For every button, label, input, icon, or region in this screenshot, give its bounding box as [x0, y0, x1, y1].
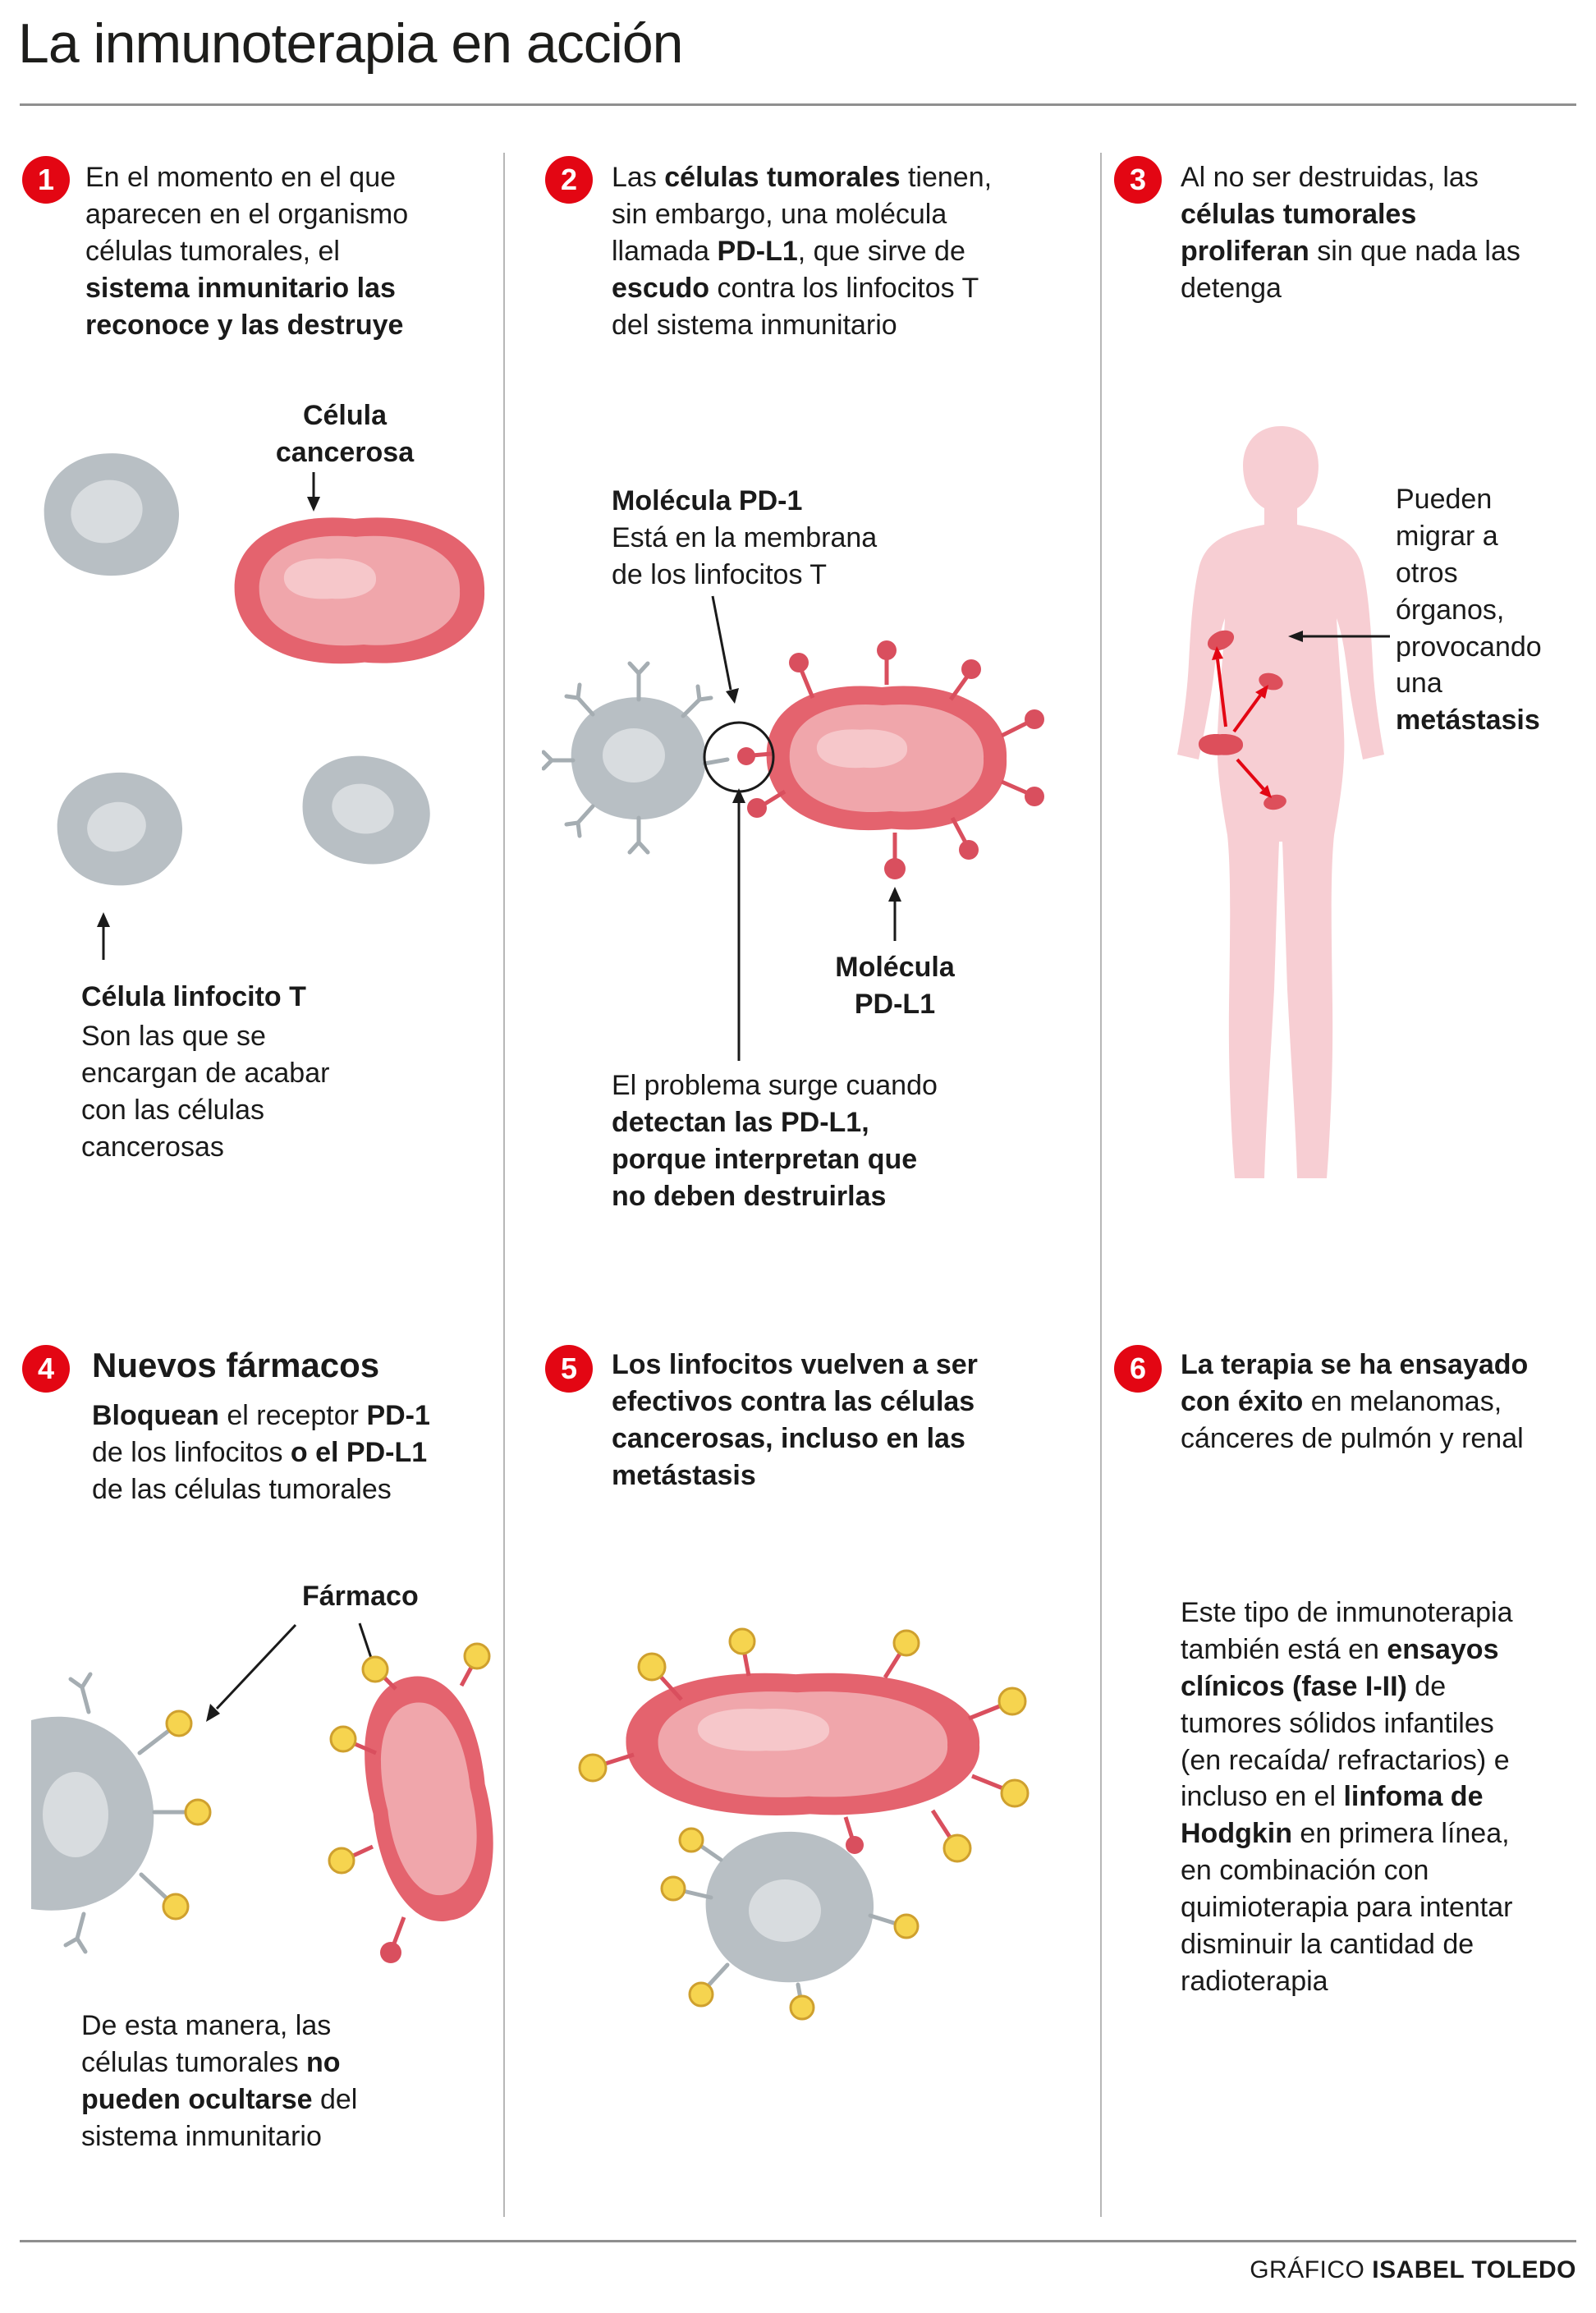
up-arrow-icon	[97, 912, 110, 960]
step1-illustration	[44, 453, 485, 960]
pd1-receptor	[702, 757, 730, 766]
pdl1-molecules	[737, 640, 1044, 879]
pdl1-up-arrow-icon	[888, 887, 901, 941]
lymphocyte-cell	[302, 755, 430, 865]
step2-illustration	[542, 595, 1044, 1061]
footer-credit: GRÁFICO ISABEL TOLEDO	[985, 2256, 1576, 2284]
step-badge-1: 1	[22, 156, 70, 204]
lymphocyte-cell	[44, 453, 180, 576]
lymphocyte-half-cell	[31, 1672, 188, 1954]
lymphocyte-cell	[57, 772, 183, 886]
t-cell-receptors	[542, 661, 713, 855]
page-title: La inmunoterapia en acción	[18, 12, 683, 75]
credit-prefix: GRÁFICO	[1250, 2256, 1373, 2283]
step-badge-3: 3	[1114, 156, 1162, 204]
drug-molecules	[162, 1642, 491, 1921]
migrate-pointer-arrow-icon	[1288, 631, 1390, 642]
metastasis-cells	[1198, 630, 1286, 810]
step3-intro: Al no ser destruidas, las células tumora…	[1181, 162, 1520, 304]
drug-molecules	[578, 1627, 1030, 2021]
step5-intro: Los linfocitos vuelven a ser efectivos c…	[612, 1349, 978, 1491]
drug-pointer-arrows-icon	[206, 1622, 380, 1722]
step6-body: Este tipo de inmunoterapia también está …	[1181, 1597, 1513, 1997]
pdl1-molecules	[602, 1649, 1006, 1854]
cancer-cell	[350, 1663, 493, 1963]
header-rule	[20, 103, 1576, 106]
step1-intro: En el momento en el que aparecen en el o…	[85, 162, 409, 341]
pd1-pointer-arrow-icon	[711, 595, 739, 704]
problem-pointer-line-icon	[732, 788, 745, 1061]
step4-outro: De esta manera, las células tumorales no…	[81, 2010, 358, 2152]
step2-problem-text: El problema surge cuando detectan las PD…	[612, 1070, 938, 1212]
footer-rule	[20, 2240, 1576, 2242]
drug-label: Fármaco	[302, 1581, 419, 1612]
pdl1-molecule-label: Molécula PD-L1	[835, 952, 955, 1020]
lymphocyte-cell	[681, 1831, 899, 2005]
t-cell-receptors	[681, 1843, 899, 2005]
credit-name: ISABEL TOLEDO	[1372, 2256, 1576, 2283]
lymphocyte-description: Son las que se encargan de acabar con la…	[81, 1021, 330, 1163]
lymphocyte-cell	[542, 661, 713, 855]
cancer-cell	[602, 1649, 1006, 1854]
pdl1-molecules	[350, 1663, 475, 1963]
step6-intro: La terapia se ha ensayado con éxito en m…	[1181, 1349, 1529, 1454]
column-divider	[503, 153, 505, 2217]
cancer-cell-label: Célula cancerosa	[275, 400, 415, 468]
metastasis-arrows	[1212, 646, 1272, 798]
cancer-cell	[234, 517, 485, 664]
lymphocyte-label: Célula linfocito T	[81, 981, 306, 1012]
step4-illustration	[31, 1622, 493, 1963]
t-cell-receptors	[63, 1672, 188, 1954]
cancer-cell	[766, 686, 1007, 831]
step2-intro: Las células tumorales tienen, sin embarg…	[612, 162, 993, 341]
step-badge-2: 2	[545, 156, 593, 204]
step-badge-4: 4	[22, 1345, 70, 1393]
step3-illustration	[1177, 426, 1390, 1178]
step4-heading: Nuevos fármacos	[92, 1346, 380, 1384]
metastasis-text: Pueden migrar a otros órganos, provocand…	[1396, 484, 1542, 737]
pd1-molecule-label: Molécula PD-1 Está en la membrana de los…	[612, 485, 878, 590]
step5-illustration	[578, 1627, 1030, 2021]
step4-intro: Bloquean el receptor PD-1 de los linfoci…	[92, 1400, 430, 1505]
step-badge-5: 5	[545, 1345, 593, 1393]
column-divider	[1100, 153, 1102, 2217]
step-badge-6: 6	[1114, 1345, 1162, 1393]
down-arrow-icon	[307, 472, 320, 512]
